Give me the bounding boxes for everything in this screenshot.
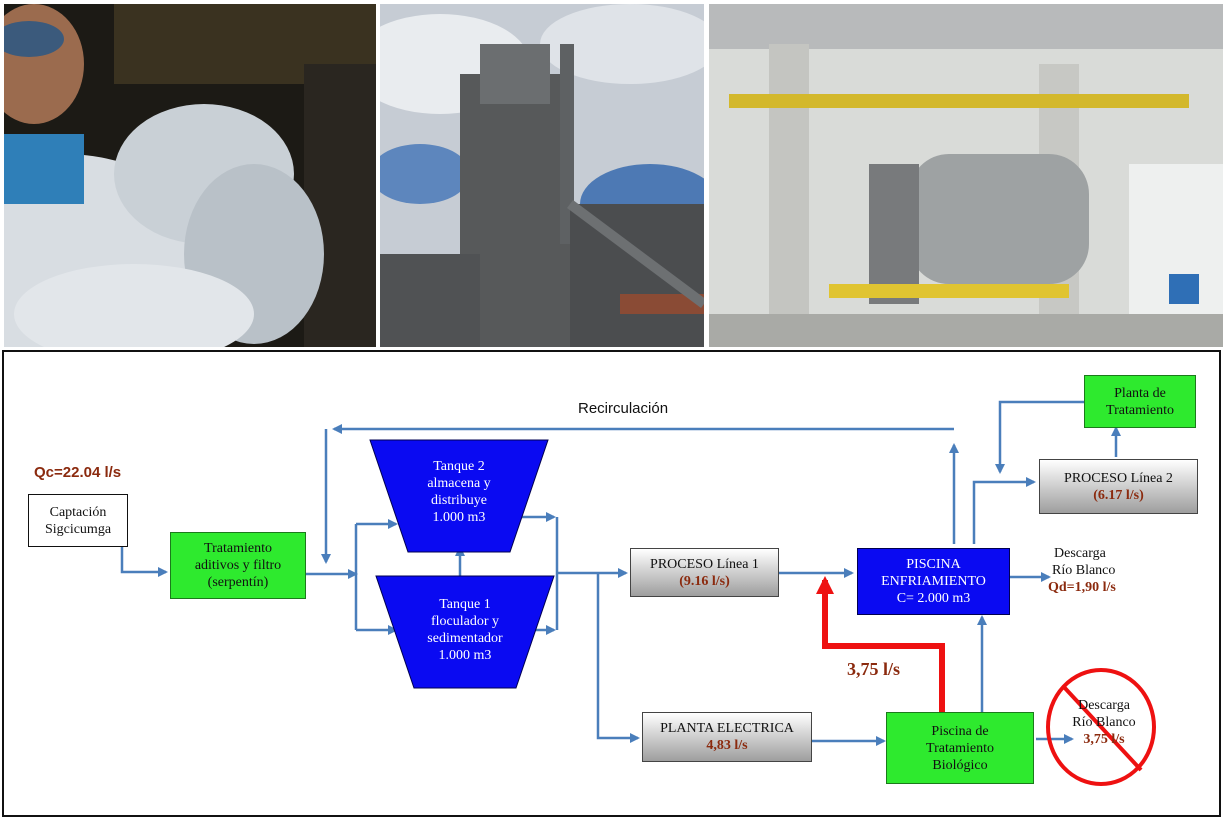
tanque1-shape bbox=[375, 575, 555, 689]
photo-cotton-waste-image bbox=[4, 4, 376, 347]
planta-electrica-label: PLANTA ELECTRICA bbox=[660, 721, 794, 736]
planta-tratamiento-line2: Tratamiento bbox=[1106, 402, 1174, 418]
descarga1-line2: Río Blanco bbox=[1052, 562, 1116, 578]
arrow-piscina-proceso2 bbox=[972, 477, 1036, 544]
piscina-enfriamiento-line1: PISCINA bbox=[906, 557, 961, 572]
proceso2-label: PROCESO Línea 2 bbox=[1064, 470, 1173, 486]
photo-cement-tower-image bbox=[380, 4, 704, 347]
tanque1-line1: Tanque 1 bbox=[439, 597, 491, 612]
descarga2-label: Descarga Río Blanco 3,75 l/s bbox=[1059, 692, 1149, 752]
captacion-line1: Captación bbox=[49, 504, 107, 520]
descarga2-line2: Río Blanco bbox=[1072, 714, 1136, 730]
red-flow-label: 3,75 l/s bbox=[847, 659, 901, 679]
piscina-tratamiento-line1: Piscina de bbox=[931, 723, 989, 739]
tanque2-line2: almacena y bbox=[427, 476, 491, 491]
tanque1-line4: 1.000 m3 bbox=[438, 648, 492, 663]
tanque1-line3: sedimentador bbox=[427, 631, 503, 646]
proceso2-box: PROCESO Línea 2 (6.17 l/s) bbox=[1039, 459, 1198, 514]
proceso1-flow: (9.16 l/s) bbox=[679, 573, 730, 589]
proceso2-flow: (6.17 l/s) bbox=[1093, 487, 1144, 503]
descarga1-flow: Qd=1,90 l/s bbox=[1048, 579, 1116, 595]
tanque2-line3: distribuye bbox=[431, 493, 487, 508]
proceso1-box: PROCESO Línea 1 (9.16 l/s) bbox=[630, 548, 779, 597]
tanque1-line2: floculador y bbox=[430, 614, 500, 629]
piscina-tratamiento-line2: Tratamiento bbox=[926, 740, 994, 756]
descarga1-line1: Descarga bbox=[1054, 545, 1106, 561]
tratamiento-line3: (serpentín) bbox=[207, 575, 269, 590]
photo-cotton-waste bbox=[4, 4, 376, 347]
tanque2-line1: Tanque 2 bbox=[433, 459, 485, 474]
captacion-line2: Sigcicumga bbox=[44, 521, 112, 537]
tratamiento-line2: aditivos y filtro bbox=[194, 558, 282, 573]
red-return-arrow bbox=[816, 576, 945, 712]
planta-tratamiento-box: Planta de Tratamiento bbox=[1084, 375, 1196, 428]
tanque2-label: Tanque 2 almacena y distribuye 1.000 m3 bbox=[404, 452, 514, 532]
photo-cement-mill-image bbox=[709, 4, 1223, 347]
planta-electrica-box: PLANTA ELECTRICA 4,83 l/s bbox=[642, 712, 812, 762]
photo-cement-tower bbox=[380, 4, 704, 347]
descarga2-flow: 3,75 l/s bbox=[1083, 731, 1125, 747]
piscina-enfriamiento-line3: C= 2.000 m3 bbox=[896, 591, 971, 606]
planta-electrica-flow: 4,83 l/s bbox=[706, 738, 748, 753]
captacion-box: Captación Sigcicumga bbox=[28, 494, 128, 547]
descarga2-line1: Descarga bbox=[1078, 697, 1130, 713]
arrow-planta-return bbox=[995, 400, 1084, 474]
arrow-captacion-tratamiento bbox=[120, 547, 168, 577]
tratamiento-box: Tratamiento aditivos y filtro (serpentín… bbox=[170, 532, 306, 599]
flow-diagram: Recirculación Qc=22.04 l/s Captación Sig… bbox=[2, 350, 1221, 817]
tanque2-shape bbox=[369, 439, 549, 553]
tratamiento-line1: Tratamiento bbox=[204, 541, 272, 556]
piscina-tratamiento-box: Piscina de Tratamiento Biológico bbox=[886, 712, 1034, 784]
tanque1-label: Tanque 1 floculador y sedimentador 1.000… bbox=[410, 590, 520, 670]
tanque2-line4: 1.000 m3 bbox=[432, 510, 486, 525]
recirculacion-label: Recirculación bbox=[578, 400, 669, 417]
piscina-enfriamiento-box: PISCINA ENFRIAMIENTO C= 2.000 m3 bbox=[857, 548, 1010, 615]
planta-tratamiento-line1: Planta de bbox=[1114, 385, 1166, 401]
piscina-tratamiento-line3: Biológico bbox=[932, 757, 988, 773]
photo-cement-mill bbox=[709, 4, 1223, 347]
qc-label: Qc=22.04 l/s bbox=[34, 464, 122, 481]
piscina-enfriamiento-line2: ENFRIAMIENTO bbox=[881, 574, 986, 589]
descarga1-label: Descarga Río Blanco Qd=1,90 l/s bbox=[1044, 540, 1144, 600]
arrow-to-planta-electrica bbox=[596, 573, 640, 743]
prohibited-sign bbox=[1046, 668, 1156, 786]
flow-arrows bbox=[120, 400, 1156, 786]
proceso1-label: PROCESO Línea 1 bbox=[650, 556, 759, 572]
